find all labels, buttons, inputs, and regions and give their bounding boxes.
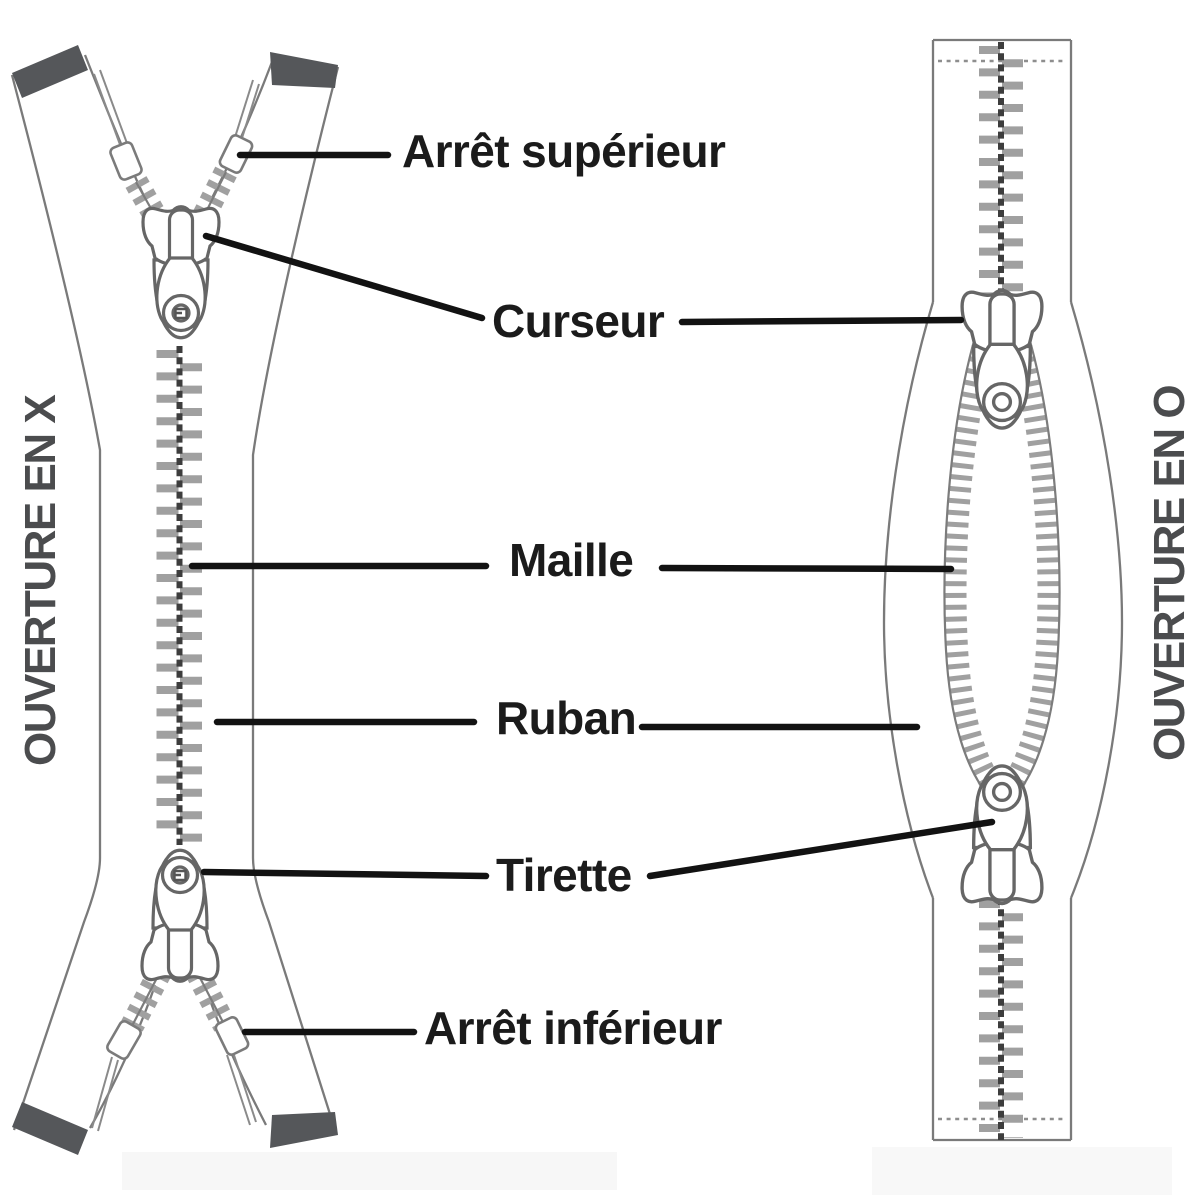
tape-end-caps bbox=[12, 45, 338, 1155]
top-stop-right bbox=[218, 134, 254, 174]
leader-teeth-right bbox=[658, 564, 955, 573]
right-closed-teeth bbox=[979, 42, 1023, 1140]
bottom-stop-left bbox=[106, 1020, 142, 1060]
bottom-stop-right bbox=[214, 1016, 250, 1056]
leader-lines bbox=[188, 151, 996, 1036]
label-tape: Ruban bbox=[496, 692, 636, 744]
right-zipper-tape-outline bbox=[882, 38, 1124, 1142]
slider-bottom-o bbox=[960, 764, 1044, 906]
label-top-stop: Arrêt supérieur bbox=[402, 125, 726, 177]
closed-teeth-column bbox=[156, 346, 202, 845]
left-zipper-diagram bbox=[10, 45, 340, 1155]
label-bottom-stop: Arrêt inférieur bbox=[424, 1002, 722, 1054]
caption-ouverture-en-x: OUVERTURE EN X bbox=[16, 395, 65, 766]
o-opening-teeth bbox=[943, 332, 1061, 796]
leader-pulltab-left bbox=[200, 868, 490, 880]
label-teeth: Maille bbox=[509, 534, 633, 586]
pull-tab-hole-detail bbox=[173, 307, 188, 882]
scan-artifact-band bbox=[122, 1152, 617, 1190]
label-slider: Curseur bbox=[492, 295, 665, 347]
leader-slider-left bbox=[202, 232, 486, 322]
leader-slider-right bbox=[678, 316, 965, 326]
right-zipper-diagram bbox=[882, 38, 1124, 1142]
top-stop-left bbox=[109, 141, 143, 181]
leader-pulltab-right bbox=[646, 818, 996, 880]
caption-ouverture-en-o: OUVERTURE EN O bbox=[1145, 386, 1194, 761]
label-pull-tab: Tirette bbox=[496, 849, 632, 901]
scan-artifact-band bbox=[872, 1147, 1172, 1195]
part-labels: Arrêt supérieur Curseur Maille Ruban Tir… bbox=[402, 125, 727, 1054]
